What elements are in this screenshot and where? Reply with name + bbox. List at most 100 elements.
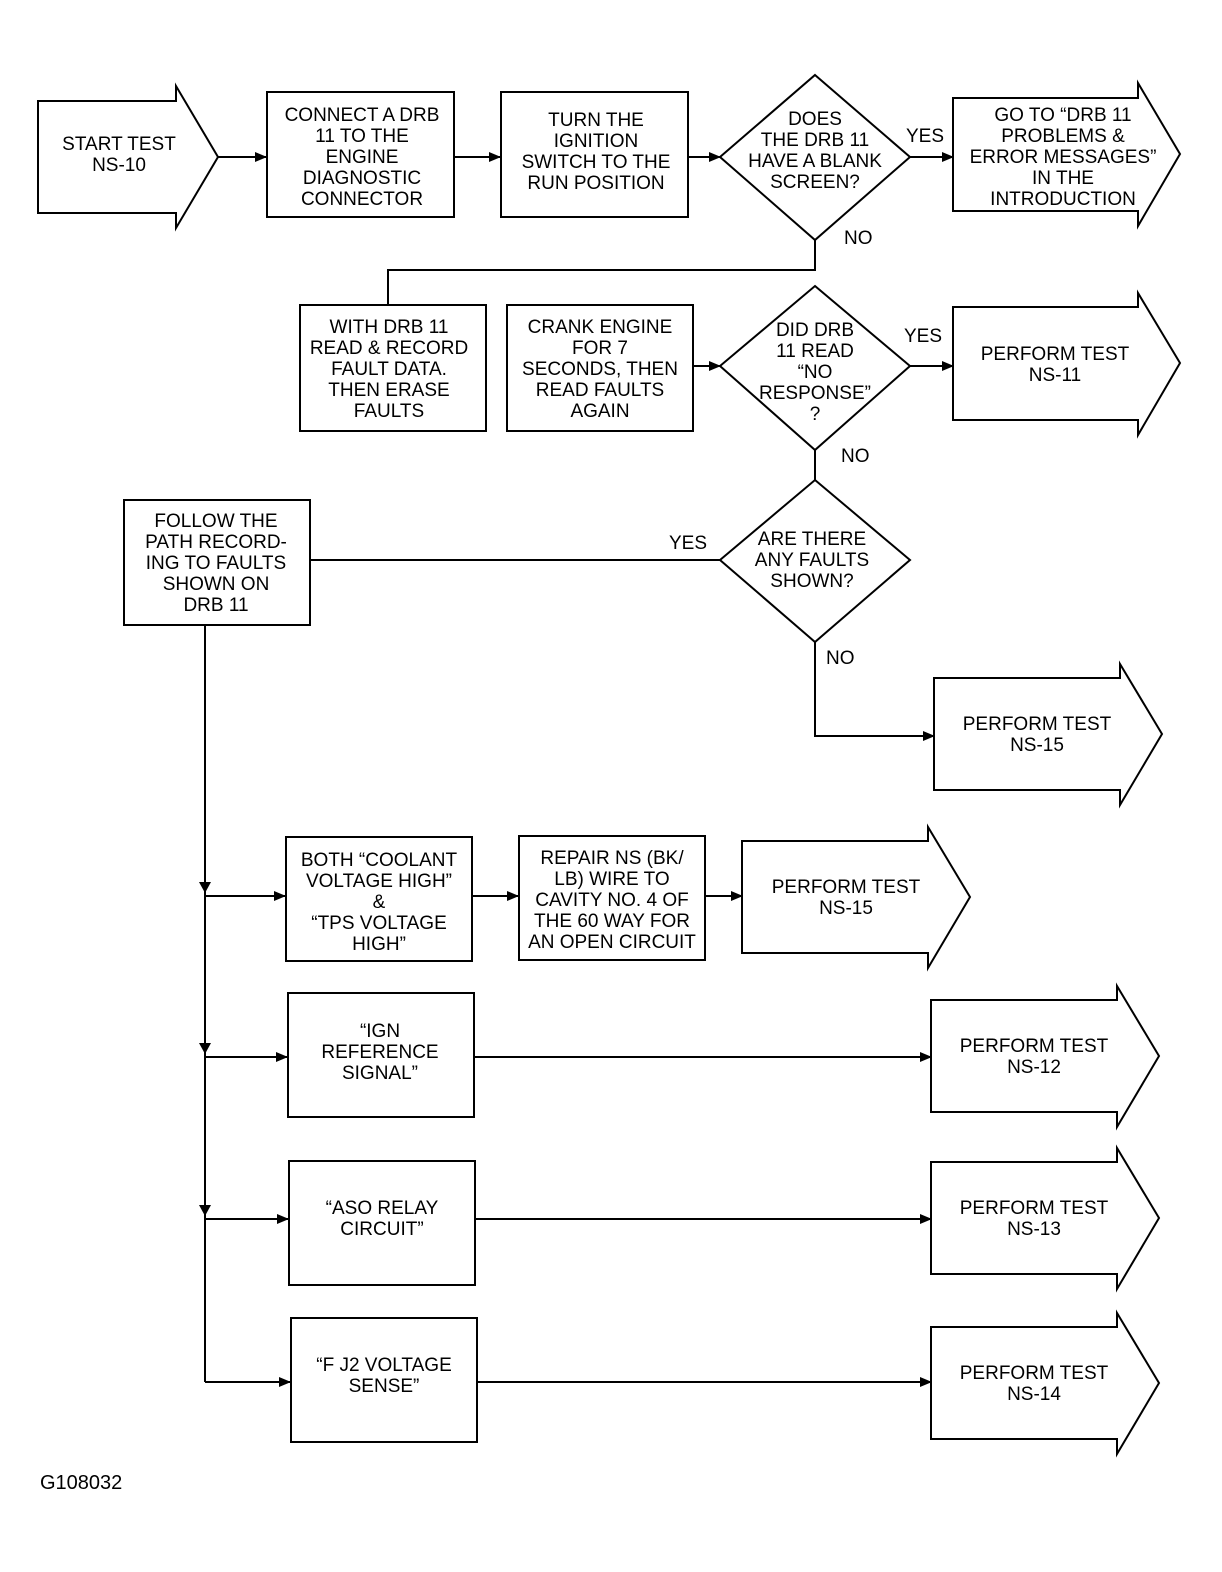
ns13-arrow-shape: [930, 1144, 1161, 1293]
ns13-line: PERFORM TEST: [960, 1198, 1109, 1219]
ns15a-arrow-shape: [933, 660, 1164, 809]
coolant-line: BOTH “COOLANT: [301, 850, 458, 871]
coolant-line: VOLTAGE HIGH”: [306, 871, 452, 892]
d_blank-line: HAVE A BLANK: [748, 151, 882, 172]
connector-faults-no: [814, 642, 935, 741]
aso-line: CIRCUIT”: [340, 1219, 423, 1240]
ignition-box: [500, 91, 689, 218]
follow-line: FOLLOW THE: [154, 511, 277, 532]
repair-box: [518, 835, 706, 961]
follow-line: SHOWN ON: [163, 574, 270, 595]
trunk-arrow-1: [199, 882, 211, 893]
ns14-line: NS-14: [1007, 1384, 1061, 1405]
record-line: WITH DRB 11: [330, 317, 449, 338]
start-arrow-shape: [37, 82, 220, 232]
ns15b-arrow-shape: [741, 823, 972, 972]
ignition-line: SWITCH TO THE: [522, 152, 671, 173]
ign-line: SIGNAL”: [342, 1063, 418, 1084]
coolant-line: &: [373, 892, 386, 913]
repair-line: CAVITY NO. 4 OF: [535, 890, 688, 911]
connect-line: 11 TO THE: [315, 126, 409, 147]
coolant-line: “TPS VOLTAGE: [311, 913, 447, 934]
ns13-line: NS-13: [1007, 1219, 1061, 1240]
blank-no-label: NO: [844, 228, 873, 249]
goto-line: INTRODUCTION: [990, 189, 1136, 210]
ns15b-line: NS-15: [819, 898, 873, 919]
ignition-line: TURN THE: [548, 110, 644, 131]
noresp-decision-diamond: [718, 284, 912, 452]
coolant-box: [285, 836, 473, 962]
fj2-line: SENSE”: [349, 1376, 420, 1397]
goto-line: PROBLEMS &: [1001, 126, 1125, 147]
d_faults-line: ARE THERE: [758, 529, 866, 550]
blank-yes-label: YES: [906, 126, 944, 147]
ns11-line: PERFORM TEST: [981, 344, 1130, 365]
ns14-line: PERFORM TEST: [960, 1363, 1109, 1384]
aso-line: “ASO RELAY: [326, 1198, 439, 1219]
noresp-yes-label: YES: [904, 326, 942, 347]
repair-line: LB) WIRE TO: [554, 869, 669, 890]
crank-line: CRANK ENGINE: [528, 317, 673, 338]
goto-line: GO TO “DRB 11: [994, 105, 1131, 126]
connect-line: CONNECTOR: [301, 189, 423, 210]
faults-no-label: NO: [826, 648, 855, 669]
faults-decision-diamond: [718, 478, 912, 644]
ns14-arrow-shape: [930, 1309, 1161, 1458]
goto-line: IN THE: [1032, 168, 1094, 189]
record-box: [299, 304, 487, 432]
start-line: NS-10: [92, 155, 146, 176]
connector-blank-no: [387, 240, 816, 304]
follow-line: DRB 11: [183, 595, 248, 616]
start-line: START TEST: [62, 134, 176, 155]
ign-box: [287, 992, 475, 1118]
connect-line: DIAGNOSTIC: [303, 168, 421, 189]
ns15a-line: PERFORM TEST: [963, 714, 1112, 735]
follow-line: PATH RECORD-: [145, 532, 287, 553]
ns11-line: NS-11: [1029, 365, 1081, 386]
goto-arrow-shape: [952, 79, 1182, 230]
d_blank-line: SCREEN?: [770, 172, 860, 193]
follow-box: [123, 499, 311, 626]
d_noresp-line: “NO: [798, 362, 833, 383]
fj2-box: [290, 1317, 478, 1443]
ns12-line: NS-12: [1007, 1057, 1061, 1078]
trunk-arrow-3: [199, 1205, 211, 1216]
crank-line: AGAIN: [570, 401, 629, 422]
blank-decision-diamond: [718, 73, 912, 242]
connect-line: CONNECT A DRB: [285, 105, 440, 126]
aso-box: [288, 1160, 476, 1286]
ignition-line: IGNITION: [554, 131, 638, 152]
ns12-arrow-shape: [930, 982, 1161, 1131]
figure-id: G108032: [40, 1472, 123, 1494]
crank-box: [506, 304, 694, 432]
repair-line: AN OPEN CIRCUIT: [528, 932, 696, 953]
crank-line: READ FAULTS: [536, 380, 664, 401]
d_faults-line: ANY FAULTS: [755, 550, 869, 571]
d_blank-line: THE DRB 11: [761, 130, 869, 151]
d_noresp-line: 11 READ: [776, 341, 854, 362]
faults-yes-label: YES: [669, 533, 707, 554]
d_faults-line: SHOWN?: [770, 571, 853, 592]
ns15b-line: PERFORM TEST: [772, 877, 921, 898]
ign-line: REFERENCE: [321, 1042, 438, 1063]
d_blank-line: DOES: [788, 109, 842, 130]
record-line: READ & RECORD: [310, 338, 468, 359]
repair-line: REPAIR NS (BK/: [540, 848, 684, 869]
record-line: FAULT DATA.: [331, 359, 447, 380]
